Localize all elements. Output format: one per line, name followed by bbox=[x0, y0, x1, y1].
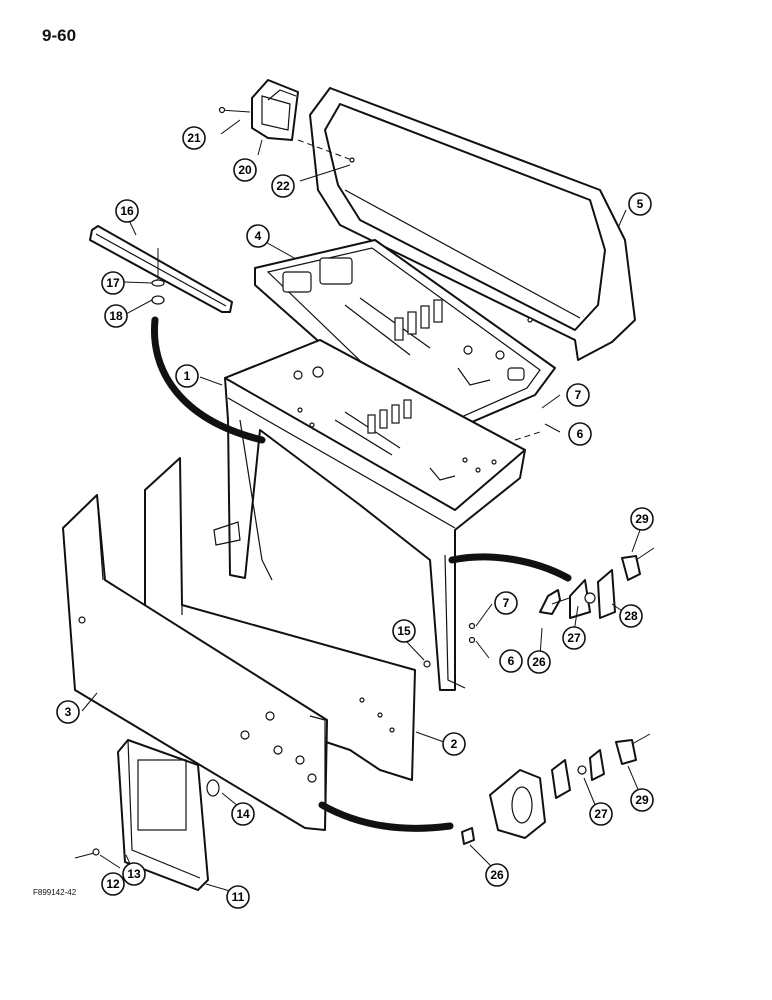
callout-c6b: 6 bbox=[499, 649, 523, 673]
callout-number: 7 bbox=[503, 596, 510, 610]
callout-number: 7 bbox=[575, 388, 582, 402]
callout-circle bbox=[628, 192, 652, 216]
callout-c27b: 27 bbox=[589, 802, 613, 826]
callout-circle bbox=[115, 199, 139, 223]
callout-c27a: 27 bbox=[562, 626, 586, 650]
callout-c3: 3 bbox=[56, 700, 80, 724]
callout-number: 5 bbox=[637, 197, 644, 211]
callout-circle bbox=[231, 802, 255, 826]
callout-c17: 17 bbox=[101, 271, 125, 295]
panel-gasket-part-4 bbox=[254, 239, 556, 441]
callout-c2: 2 bbox=[442, 732, 466, 756]
callout-circle bbox=[271, 174, 295, 198]
callout-number: 28 bbox=[624, 609, 638, 623]
callout-number: 29 bbox=[635, 793, 649, 807]
callout-number: 27 bbox=[567, 631, 581, 645]
callout-c1: 1 bbox=[175, 364, 199, 388]
callout-number: 6 bbox=[508, 654, 515, 668]
callout-number: 11 bbox=[232, 890, 245, 904]
callout-c28: 28 bbox=[619, 604, 643, 628]
callout-number: 13 bbox=[127, 867, 141, 881]
harness-right bbox=[448, 553, 572, 582]
callout-circle bbox=[589, 802, 613, 826]
callout-circle bbox=[562, 626, 586, 650]
figure-code: F899142-42 bbox=[33, 888, 77, 897]
callout-c7b: 7 bbox=[494, 591, 518, 615]
cover-plate-part-11 bbox=[74, 739, 220, 891]
harness-upper-left bbox=[150, 316, 266, 444]
callout-c18: 18 bbox=[104, 304, 128, 328]
callout-number: 14 bbox=[236, 807, 250, 821]
callout-c12: 12 bbox=[101, 872, 125, 896]
callout-c11: 11 bbox=[226, 885, 250, 909]
callout-number: 27 bbox=[594, 807, 608, 821]
console-frame-part-1 bbox=[213, 339, 526, 691]
callout-number: 1 bbox=[184, 369, 191, 383]
callout-c7a: 7 bbox=[566, 383, 590, 407]
callout-number: 17 bbox=[106, 276, 120, 290]
callout-circle bbox=[630, 507, 654, 531]
callout-c15: 15 bbox=[392, 619, 416, 643]
callout-circle bbox=[122, 862, 146, 886]
knob-assembly-lower bbox=[461, 733, 651, 845]
callout-number: 16 bbox=[120, 204, 134, 218]
callout-circle bbox=[182, 126, 206, 150]
callout-c26a: 26 bbox=[527, 650, 551, 674]
callout-circle bbox=[485, 863, 509, 887]
side-panel-part-3 bbox=[62, 494, 328, 831]
callout-circle bbox=[566, 383, 590, 407]
callout-labels: 1234566771112131415161718202122262627272… bbox=[56, 126, 654, 909]
callout-number: 29 bbox=[635, 512, 649, 526]
callout-circle bbox=[226, 885, 250, 909]
callout-circle bbox=[175, 364, 199, 388]
callout-c22: 22 bbox=[271, 174, 295, 198]
callout-number: 4 bbox=[255, 229, 262, 243]
callout-c20: 20 bbox=[233, 158, 257, 182]
callout-number: 22 bbox=[276, 179, 290, 193]
callout-circle bbox=[101, 872, 125, 896]
callout-circle bbox=[233, 158, 257, 182]
callout-c29a: 29 bbox=[630, 507, 654, 531]
callout-number: 6 bbox=[577, 427, 584, 441]
page-number: 9-60 bbox=[42, 26, 77, 45]
callout-circle bbox=[56, 700, 80, 724]
callout-circle bbox=[619, 604, 643, 628]
callout-c21: 21 bbox=[182, 126, 206, 150]
callout-circle bbox=[527, 650, 551, 674]
callout-number: 12 bbox=[106, 877, 120, 891]
callout-circle bbox=[101, 271, 125, 295]
callout-c6a: 6 bbox=[568, 422, 592, 446]
callout-circle bbox=[499, 649, 523, 673]
callout-c26b: 26 bbox=[485, 863, 509, 887]
callout-circle bbox=[246, 224, 270, 248]
callout-number: 2 bbox=[451, 737, 458, 751]
callout-circle bbox=[442, 732, 466, 756]
callout-c16: 16 bbox=[115, 199, 139, 223]
cover-part-5 bbox=[309, 87, 636, 361]
callout-number: 21 bbox=[187, 131, 201, 145]
callout-circle bbox=[104, 304, 128, 328]
callout-number: 15 bbox=[397, 624, 411, 638]
callout-number: 26 bbox=[532, 655, 546, 669]
callout-number: 18 bbox=[109, 309, 123, 323]
callout-c29b: 29 bbox=[630, 788, 654, 812]
callout-c5: 5 bbox=[628, 192, 652, 216]
callout-circle bbox=[568, 422, 592, 446]
callout-number: 3 bbox=[65, 705, 72, 719]
callout-c13: 13 bbox=[122, 862, 146, 886]
harness-lower bbox=[318, 801, 454, 832]
callout-c14: 14 bbox=[231, 802, 255, 826]
bracket-part-16 bbox=[89, 225, 233, 313]
callout-circle bbox=[630, 788, 654, 812]
knob-assembly-upper bbox=[423, 547, 655, 668]
callout-c4: 4 bbox=[246, 224, 270, 248]
gauge-housing-part-20 bbox=[218, 79, 355, 163]
callout-number: 26 bbox=[490, 868, 504, 882]
callout-number: 20 bbox=[238, 163, 252, 177]
callout-circle bbox=[392, 619, 416, 643]
callout-circle bbox=[494, 591, 518, 615]
